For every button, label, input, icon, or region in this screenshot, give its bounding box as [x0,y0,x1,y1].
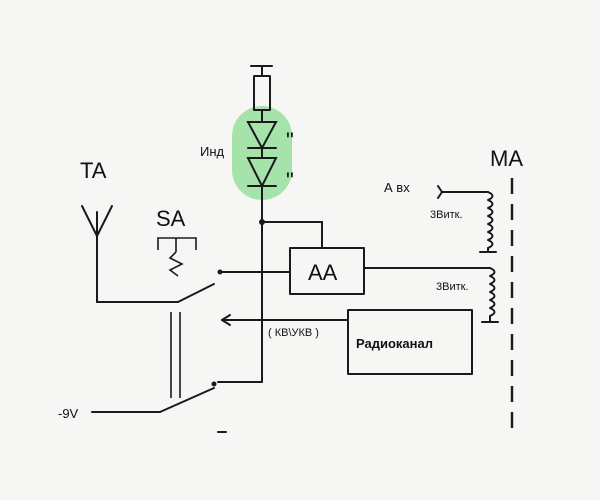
radio-channel-block [347,309,473,375]
main-bus [259,185,323,383]
indicator-led-2 [246,147,278,189]
label-turns-1: 3Витк. [430,209,463,221]
switch-linkage [170,312,181,398]
antenna-ta [81,205,179,303]
label-ta: TA [80,158,107,183]
label-minus-9v: -9V [58,406,79,421]
label-ind: Инд [200,144,225,159]
label-ma: MA [490,146,523,171]
label-aa: AA [308,260,338,285]
label-a-vx: А вх [384,180,410,195]
coil-input [437,185,497,253]
label-kv-ukv: ( КВ\УКВ ) [268,327,319,339]
label-quote-2: " [286,168,294,193]
kv-ukv-line [221,314,349,326]
label-turns-2: 3Витк. [436,281,469,293]
switch-sa-upper [177,269,291,303]
switch-sa-symbol [157,237,197,277]
switch-sa-lower [91,381,263,433]
label-quote-1: " [286,128,294,153]
label-radio-channel: Радиоканал [356,336,433,351]
label-sa: SA [156,206,186,231]
top-resistor [250,65,273,123]
coil-output [481,267,499,323]
